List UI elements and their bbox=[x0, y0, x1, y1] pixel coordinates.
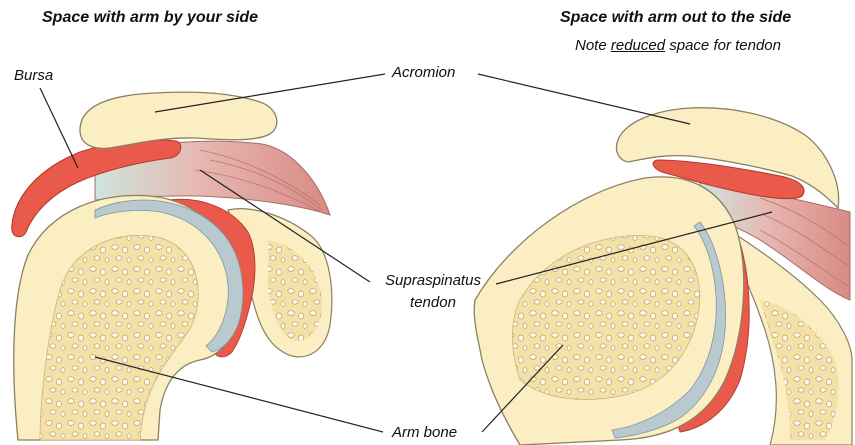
left-acromion bbox=[80, 92, 277, 148]
label-supraspinatus-line1: Supraspinatus bbox=[370, 272, 496, 290]
label-supraspinatus-line2: tendon bbox=[370, 294, 496, 312]
label-arm-bone: Arm bone bbox=[392, 424, 457, 442]
label-acromion: Acromion bbox=[392, 64, 455, 82]
right-shoulder bbox=[474, 108, 852, 445]
leader-acromion-right bbox=[478, 74, 690, 124]
label-bursa: Bursa bbox=[14, 67, 53, 85]
label-supraspinatus: Supraspinatus tendon bbox=[370, 272, 496, 312]
left-shoulder bbox=[12, 92, 332, 440]
leader-bursa bbox=[40, 88, 78, 168]
